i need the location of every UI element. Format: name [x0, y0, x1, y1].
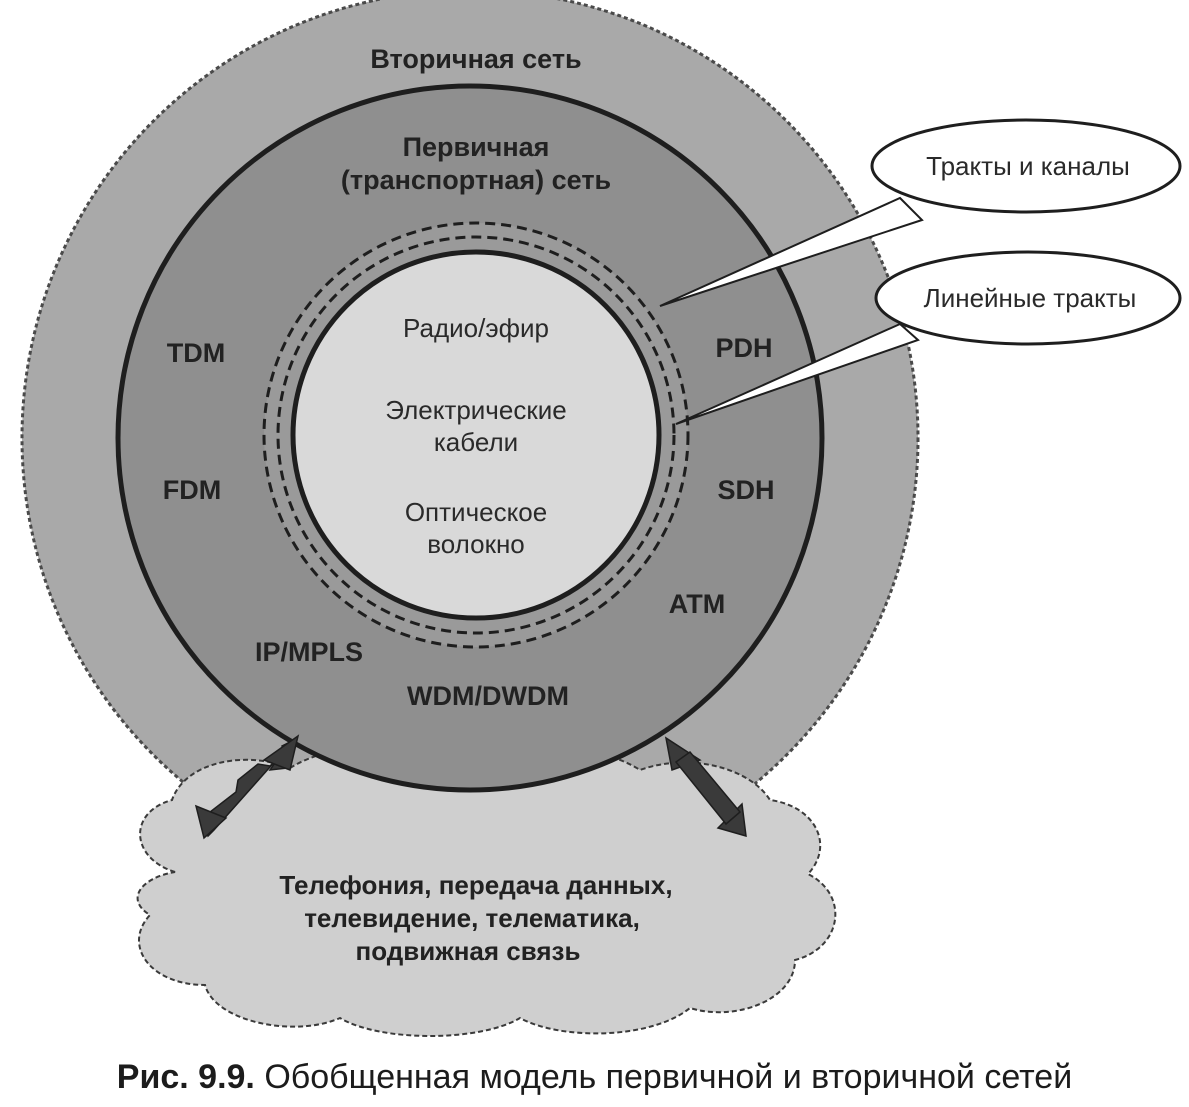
technology-label-ip-mpls: IP/MPLS: [255, 637, 363, 667]
media-label-optical-line1: Оптическое: [405, 497, 547, 527]
channels-callout-text: Тракты и каналы: [926, 151, 1130, 181]
channels-callout-pointer: [659, 196, 924, 307]
technology-label-fdm: FDM: [163, 475, 221, 505]
media-label-electric-line2: кабели: [434, 427, 518, 457]
secondary-network-label: Вторичная сеть: [370, 44, 581, 74]
figure-caption-text: Обобщенная модель первичной и вторичной …: [264, 1058, 1073, 1096]
right-double-arrow: [664, 736, 747, 838]
technology-label-sdh: SDH: [717, 475, 774, 505]
linear-callout-bubble: [874, 250, 1182, 346]
figure-caption: Рис. 9.9. Обобщенная модель первичной и …: [0, 1058, 1189, 1097]
media-label-electric-line1: Электрические: [385, 395, 566, 425]
technology-label-tdm: TDM: [167, 338, 225, 368]
media-label-optical-line2: волокно: [427, 529, 525, 559]
media-label-radio: Радио/эфир: [403, 313, 549, 343]
technology-label-wdm-dwdm: WDM/DWDM: [407, 681, 569, 711]
primary-network-label-line1: Первичная: [403, 132, 550, 162]
linear-callout-pointer: [675, 322, 920, 425]
transmission-media-circle: [290, 249, 662, 621]
services-text-line3: подвижная связь: [356, 936, 581, 966]
services-cloud: [136, 742, 837, 1037]
technology-label-pdh: PDH: [715, 333, 772, 363]
channels-callout-bubble: [870, 118, 1182, 214]
figure-number: Рис. 9.9.: [116, 1058, 255, 1096]
primary-network-label-line2: (транспортная) сеть: [341, 165, 611, 195]
technology-label-atm: ATM: [669, 589, 725, 619]
services-text-line2: телевидение, телематика,: [304, 903, 640, 933]
services-text-line1: Телефония, передача данных,: [279, 870, 672, 900]
left-double-arrow: [194, 734, 300, 840]
linear-callout-text: Линейные тракты: [924, 283, 1137, 313]
